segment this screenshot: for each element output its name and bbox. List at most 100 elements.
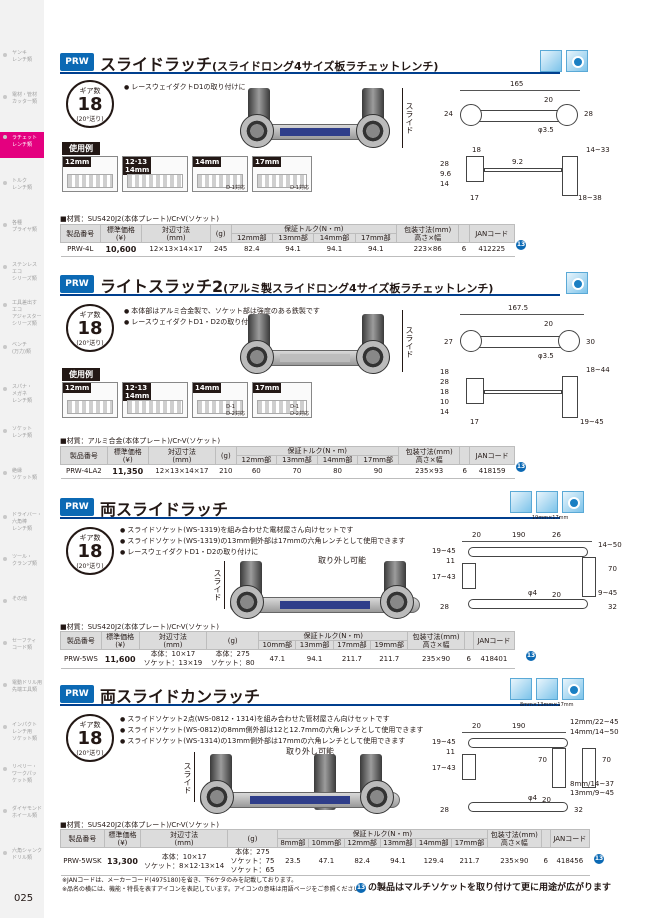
table-header: [540, 829, 551, 848]
table-header: 対辺寸法 (mm): [140, 829, 229, 848]
table-cell: 10,600: [100, 242, 142, 257]
bullet-dot-icon: [3, 95, 7, 99]
table-cell: 210: [215, 464, 236, 479]
sidebar-category-13[interactable]: その他: [0, 596, 44, 603]
table-header: JANコード: [468, 224, 515, 243]
sidebar-category-label: スパナ・ メガネ レンチ類: [12, 384, 33, 404]
table-cell: PRW-4LA2: [60, 464, 108, 479]
table-cell: PRW-5WSK: [60, 847, 105, 876]
feature-icon-ratchet: [562, 491, 584, 513]
torque-subheader: 12mm部: [235, 455, 278, 465]
table-cell: PRW-5WS: [60, 649, 102, 669]
sidebar-category-19[interactable]: 六角シャンク ドリル類: [0, 848, 44, 862]
section-header: PRW スライドラッチ(スライドロング4サイズ板ラチェットレンチ): [60, 52, 560, 74]
sidebar-category-0[interactable]: ヤンキ レンチ類: [0, 50, 44, 64]
slide-label: スライド: [183, 762, 192, 794]
table-header: (g): [209, 224, 232, 243]
product-photo: [240, 88, 390, 158]
brand-tag: PRW: [60, 685, 94, 703]
torque-subheader: 13mm部: [271, 233, 315, 243]
feature-icon-ratchet: [566, 50, 588, 72]
table-cell: 129.4: [415, 847, 452, 876]
sidebar-category-2[interactable]: ラチェット レンチ類: [0, 132, 44, 158]
sidebar-category-15[interactable]: 電動ドリル用 先端工具類: [0, 680, 44, 694]
table-cell: 70: [276, 464, 318, 479]
material-note: ■材質：SUS420J2(本体プレート)/Cr-V(ソケット): [60, 623, 220, 631]
dimension-drawing: 20 190 26 19~45 14~50 11 70 17~43 φ4 9~4…: [432, 531, 622, 611]
table-header: 製品番号: [60, 446, 108, 465]
bullet-dot-icon: [3, 181, 7, 185]
bullet-dot-icon: [3, 471, 7, 475]
table-cell: 13,300: [104, 847, 141, 876]
torque-subheader: 17mm部: [357, 455, 399, 465]
sidebar-category-7[interactable]: ベンチ (万力)類: [0, 342, 44, 356]
bullet-dot-icon: [3, 53, 7, 57]
torque-subheader: 17mm部: [354, 233, 398, 243]
table-cell: 235×93: [398, 464, 460, 479]
table-header: 製品番号: [60, 224, 101, 243]
table-cell: 235×90: [487, 847, 542, 876]
usage-example-12-13-14mm: 12·13 14mm: [122, 156, 188, 192]
table-cell: 47.1: [258, 649, 296, 669]
feature-bullets: 本体部はアルミ合金製で、ソケット部は強度のある鉄製ですレースウェイダクトD1・D…: [124, 306, 320, 328]
table-cell: 60: [236, 464, 277, 479]
spec-table: 製品番号標準価格 (¥)対辺寸法 (mm)(g)保証トルク(N・m)包装寸法(m…: [60, 631, 516, 669]
table-cell: 6: [458, 242, 469, 257]
sidebar-category-14[interactable]: セーフティ コード類: [0, 638, 44, 652]
sidebar-category-label: 各種 プライヤ類: [12, 220, 37, 233]
bullet-dot-icon: [3, 429, 7, 433]
icon-note: 8mm×13mm×17mm: [520, 702, 574, 708]
bullet-dot-icon: [3, 387, 7, 391]
sidebar-category-label: 六角シャンク ドリル類: [12, 848, 43, 861]
brand-tag: PRW: [60, 498, 94, 516]
page-number: 025: [14, 893, 34, 904]
sidebar-category-17[interactable]: リペリー・ ワークパッ ケット類: [0, 764, 44, 785]
dimension-drawing: 20 190 12mm/22~45 14mm/14~50 19~45 11 70…: [432, 718, 619, 814]
sidebar-category-label: インパクト レンチ用 ソケット類: [12, 722, 38, 742]
brand-tag: PRW: [60, 53, 94, 71]
product-title: 両スライドカンラッチ: [100, 687, 261, 706]
sidebar-category-label: ソケット レンチ類: [12, 426, 33, 439]
sidebar-category-4[interactable]: 各種 プライヤ類: [0, 220, 44, 234]
sidebar-category-label: その他: [12, 596, 28, 602]
sidebar-category-label: ダイヤモンド ホイール類: [12, 806, 42, 819]
sidebar-category-18[interactable]: ダイヤモンド ホイール類: [0, 806, 44, 820]
sidebar-category-5[interactable]: ステンレス エコ シリーズ類: [0, 262, 44, 283]
usage-example-12mm: 12mm: [62, 382, 118, 418]
sidebar-category-16[interactable]: インパクト レンチ用 ソケット類: [0, 722, 44, 743]
torque-subheader: 14mm部: [415, 838, 453, 848]
material-note: ■材質：SUS420J2(本体プレート)/Cr-V(ソケット): [60, 821, 220, 829]
usage-example-12-13-14mm: 12·13 14mm: [122, 382, 188, 418]
torque-subheader: 14mm部: [316, 455, 359, 465]
multi-socket-badge: 13: [526, 651, 536, 661]
table-header: (g): [227, 829, 278, 848]
usage-example-label: 使用例: [62, 142, 100, 155]
sidebar-category-6[interactable]: 工具差出す エコ アジャスター シリーズ類: [0, 300, 44, 328]
product-section-prw-4la2: PRW ライトスラッチ2(アルミ製スライドロング4サイズ板ラチェットレンチ) ギ…: [60, 272, 630, 480]
torque-subheader: 10mm部: [258, 640, 297, 650]
table-cell: 82.4: [231, 242, 273, 257]
sidebar-category-8[interactable]: スパナ・ メガネ レンチ類: [0, 384, 44, 405]
sidebar-category-label: ベンチ (万力)類: [12, 342, 31, 355]
torque-header: 保証トルク(N・m): [276, 829, 488, 839]
table-cell: 418401: [473, 649, 515, 669]
table-header: [463, 631, 474, 650]
table-cell: 211.7: [333, 649, 371, 669]
sidebar-category-12[interactable]: ツール・ クランプ類: [0, 554, 44, 568]
table-cell: 23.5: [277, 847, 309, 876]
spec-table: 製品番号標準価格 (¥)対辺寸法 (mm)(g)保証トルク(N・m)包装寸法(m…: [60, 224, 515, 257]
sidebar-category-9[interactable]: ソケット レンチ類: [0, 426, 44, 440]
bullet-dot-icon: [3, 599, 7, 603]
sidebar-category-3[interactable]: トルク レンチ類: [0, 178, 44, 192]
sidebar-category-label: ツール・ クランプ類: [12, 554, 37, 567]
sidebar-category-11[interactable]: ドライバー・ 六角棒 レンチ類: [0, 512, 44, 533]
sidebar-category-1[interactable]: 電材・管材 カッター類: [0, 92, 44, 106]
sidebar-category-10[interactable]: 絶縁 ソケット類: [0, 468, 44, 482]
section-header: PRW ライトスラッチ2(アルミ製スライドロング4サイズ板ラチェットレンチ): [60, 274, 560, 296]
